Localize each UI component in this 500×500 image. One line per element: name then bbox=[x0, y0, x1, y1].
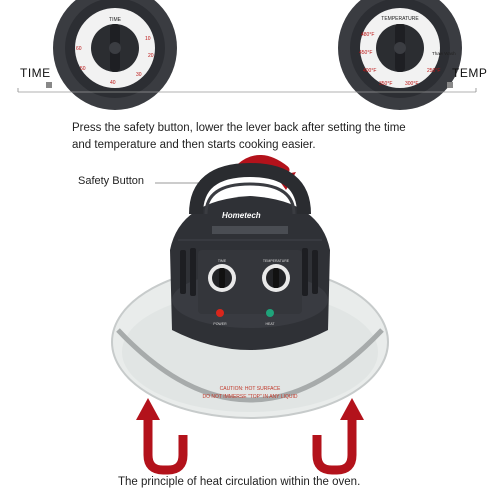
power-label: POWER bbox=[213, 322, 227, 326]
temp-dial-title: TEMPERATURE bbox=[381, 16, 419, 22]
time-tick: 60 bbox=[76, 46, 82, 52]
tray-warning-1: CAUTION: HOT SURFACE bbox=[220, 386, 281, 392]
time-tick: 30 bbox=[136, 72, 142, 78]
temp-tick: 400°F bbox=[363, 68, 376, 74]
time-tick: 40 bbox=[110, 80, 116, 86]
halogen-oven-illustration: CAUTION: HOT SURFACE DO NOT IMMERSE "TOP… bbox=[111, 155, 389, 475]
instructions-line-1: Press the safety button, lower the lever… bbox=[72, 122, 406, 134]
safety-button-label: Safety Button bbox=[78, 175, 145, 187]
time-dial-inset: TIME OFF 10 20 30 40 50 60 bbox=[53, 0, 177, 110]
power-indicator bbox=[216, 309, 224, 317]
temp-tick: 480°F bbox=[361, 32, 374, 38]
time-tick: 10 bbox=[145, 36, 151, 42]
time-dial-title: TIME bbox=[109, 17, 122, 23]
leader-lines bbox=[17, 82, 477, 93]
panel-time-label: TIME bbox=[218, 259, 227, 263]
temp-tick: 250°F bbox=[427, 68, 440, 74]
heat-label: HEAT bbox=[265, 322, 275, 326]
temp-tick: 450°F bbox=[359, 50, 372, 56]
time-tick: 20 bbox=[148, 53, 154, 59]
time-tick: 50 bbox=[80, 66, 86, 72]
temp-dial-off: OFF bbox=[396, 23, 405, 28]
instructions: Press the safety button, lower the lever… bbox=[72, 120, 492, 154]
temp-label: TEMP bbox=[452, 66, 488, 80]
time-label: TIME bbox=[20, 66, 51, 80]
temp-tick: 300°F bbox=[405, 81, 418, 87]
caption: The principle of heat circulation within… bbox=[118, 476, 361, 488]
temp-thaw-wash: Thaw Wash bbox=[432, 51, 456, 56]
brand-logo: Hometech bbox=[222, 211, 261, 220]
temp-dial-inset: TEMPERATURE OFF 480°F 450°F 400°F 350°F … bbox=[338, 0, 462, 110]
heat-indicator bbox=[266, 309, 274, 317]
instructions-line-2: and temperature and then starts cooking … bbox=[72, 139, 316, 151]
heat-circulation-left-arrow bbox=[143, 420, 188, 475]
heat-circulation-right-arrow bbox=[312, 420, 357, 475]
panel-temp-label: TEMPERATURE bbox=[263, 259, 290, 263]
tray-warning-2: DO NOT IMMERSE "TOP" IN ANY LIQUID bbox=[203, 394, 298, 400]
temp-tick: 350°F bbox=[379, 81, 392, 87]
time-dial-off: OFF bbox=[111, 24, 120, 29]
